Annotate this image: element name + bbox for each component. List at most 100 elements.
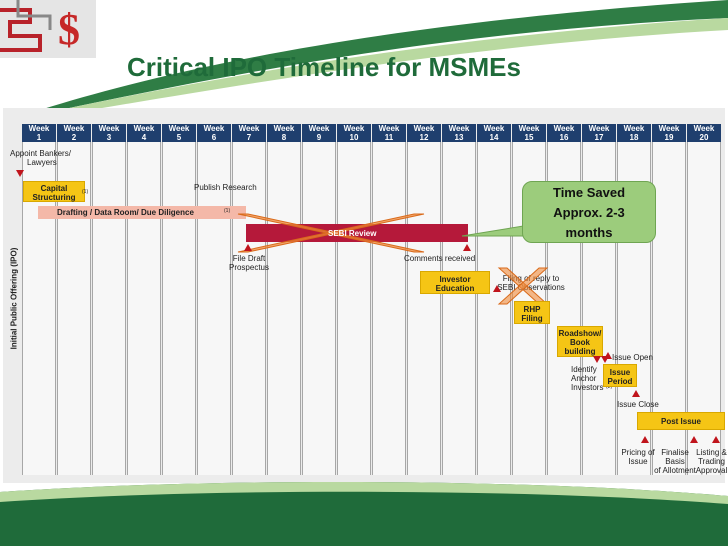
finalise-line-3: of Allotment <box>654 466 696 475</box>
week-header-number: 6 <box>211 133 217 142</box>
week-column <box>442 142 476 475</box>
identify-line-1: Identify <box>571 365 597 374</box>
filing-cross-icon <box>497 267 549 305</box>
listing-line-2: Trading <box>698 457 725 466</box>
week-column <box>302 142 336 475</box>
week-header-label: Week <box>658 124 680 133</box>
callout-line-3: months <box>565 225 613 240</box>
week-column <box>337 142 371 475</box>
week-header-label: Week <box>693 124 715 133</box>
footnote-drafting: (1) <box>224 208 231 214</box>
listing-marker <box>712 436 720 443</box>
week-column <box>127 142 161 475</box>
week-header-number: 7 <box>246 133 252 142</box>
footer-band <box>0 481 728 546</box>
week-header-label: Week <box>588 124 610 133</box>
week-header-number: 5 <box>176 133 182 142</box>
header-swoosh <box>40 0 728 110</box>
roadshow-line-2: Book <box>570 338 590 347</box>
identify-line-2: Anchor <box>571 374 597 383</box>
week-header-label: Week <box>623 124 645 133</box>
week-header-number: 18 <box>629 133 639 142</box>
week-header-number: 12 <box>419 133 429 142</box>
week-header-label: Week <box>448 124 470 133</box>
week-header-label: Week <box>133 124 155 133</box>
anchor-marker-1 <box>593 356 601 363</box>
capital-line-2: Structuring <box>32 193 76 202</box>
week-column <box>92 142 126 475</box>
pricing-line-2: Issue <box>628 457 648 466</box>
file-draft-line-2: Prospectus <box>228 263 270 272</box>
finalise-line-2: Basis <box>665 457 685 466</box>
issue-period-bar: Issue Period <box>603 364 637 387</box>
week-column <box>197 142 231 475</box>
week-header-number: 9 <box>316 133 322 142</box>
week-header-label: Week <box>378 124 400 133</box>
week-header-label: Week <box>553 124 575 133</box>
investor-education-bar: Investor Education <box>420 271 490 294</box>
capital-structuring-bar: Capital Structuring <box>23 181 85 202</box>
cross-mark-icon <box>237 213 425 253</box>
week-header-number: 3 <box>106 133 112 142</box>
logo-image: $ <box>0 0 96 58</box>
week-header-label: Week <box>203 124 225 133</box>
week-header-number: 20 <box>699 133 709 142</box>
roadshow-line-3: building <box>564 347 596 356</box>
rhp-line-1: RHP <box>523 305 541 314</box>
y-axis-label: Initial Public Offering (IPO) <box>9 247 19 350</box>
appoint-marker <box>16 170 24 177</box>
week-header-number: 13 <box>454 133 464 142</box>
week-header-number: 19 <box>664 133 674 142</box>
callout-line-1: Time Saved <box>552 185 626 200</box>
week-header-label: Week <box>308 124 330 133</box>
anchor-marker-2 <box>601 356 609 363</box>
week-column <box>162 142 196 475</box>
week-header-number: 14 <box>489 133 499 142</box>
filing-reply-line-2: SEBI Observations <box>497 283 565 292</box>
week-column <box>407 142 441 475</box>
week-header-label: Week <box>63 124 85 133</box>
week-header-label: Week <box>28 124 50 133</box>
filing-reply-marker <box>493 285 501 292</box>
roadshow-bar: Roadshow/ Book building <box>557 326 603 357</box>
sebi-review-label: SEBI Review <box>328 229 377 238</box>
week-column <box>477 142 511 475</box>
roadshow-line-1: Roadshow/ <box>558 329 602 338</box>
week-header-label: Week <box>413 124 435 133</box>
issue-period-line-1: Issue <box>609 368 631 377</box>
week-header-number: 10 <box>349 133 359 142</box>
issue-open-marker <box>604 352 612 359</box>
appoint-label: Appoint Bankers/Lawyers <box>10 149 71 167</box>
rhp-filing-bar: RHP Filing <box>514 301 550 324</box>
pricing-line-1: Pricing of <box>621 448 655 457</box>
comments-received-label: Comments received <box>404 254 476 263</box>
week-column <box>232 142 266 475</box>
finalise-line-1: Finalise <box>661 448 689 457</box>
footnote-identify: (2) <box>606 384 613 390</box>
listing-line-1: Listing & <box>696 448 727 457</box>
post-issue-label: Post Issue <box>660 417 701 426</box>
svg-text:$: $ <box>58 5 80 54</box>
appoint-line-2: Lawyers <box>27 158 57 167</box>
week-header-label: Week <box>483 124 505 133</box>
comments-marker <box>463 244 471 251</box>
week-column <box>267 142 301 475</box>
footnote-capital: (1) <box>82 189 89 195</box>
week-header-label: Week <box>518 124 540 133</box>
callout-line-2: Approx. 2-3 <box>553 205 625 220</box>
week-header-number: 2 <box>71 133 77 142</box>
